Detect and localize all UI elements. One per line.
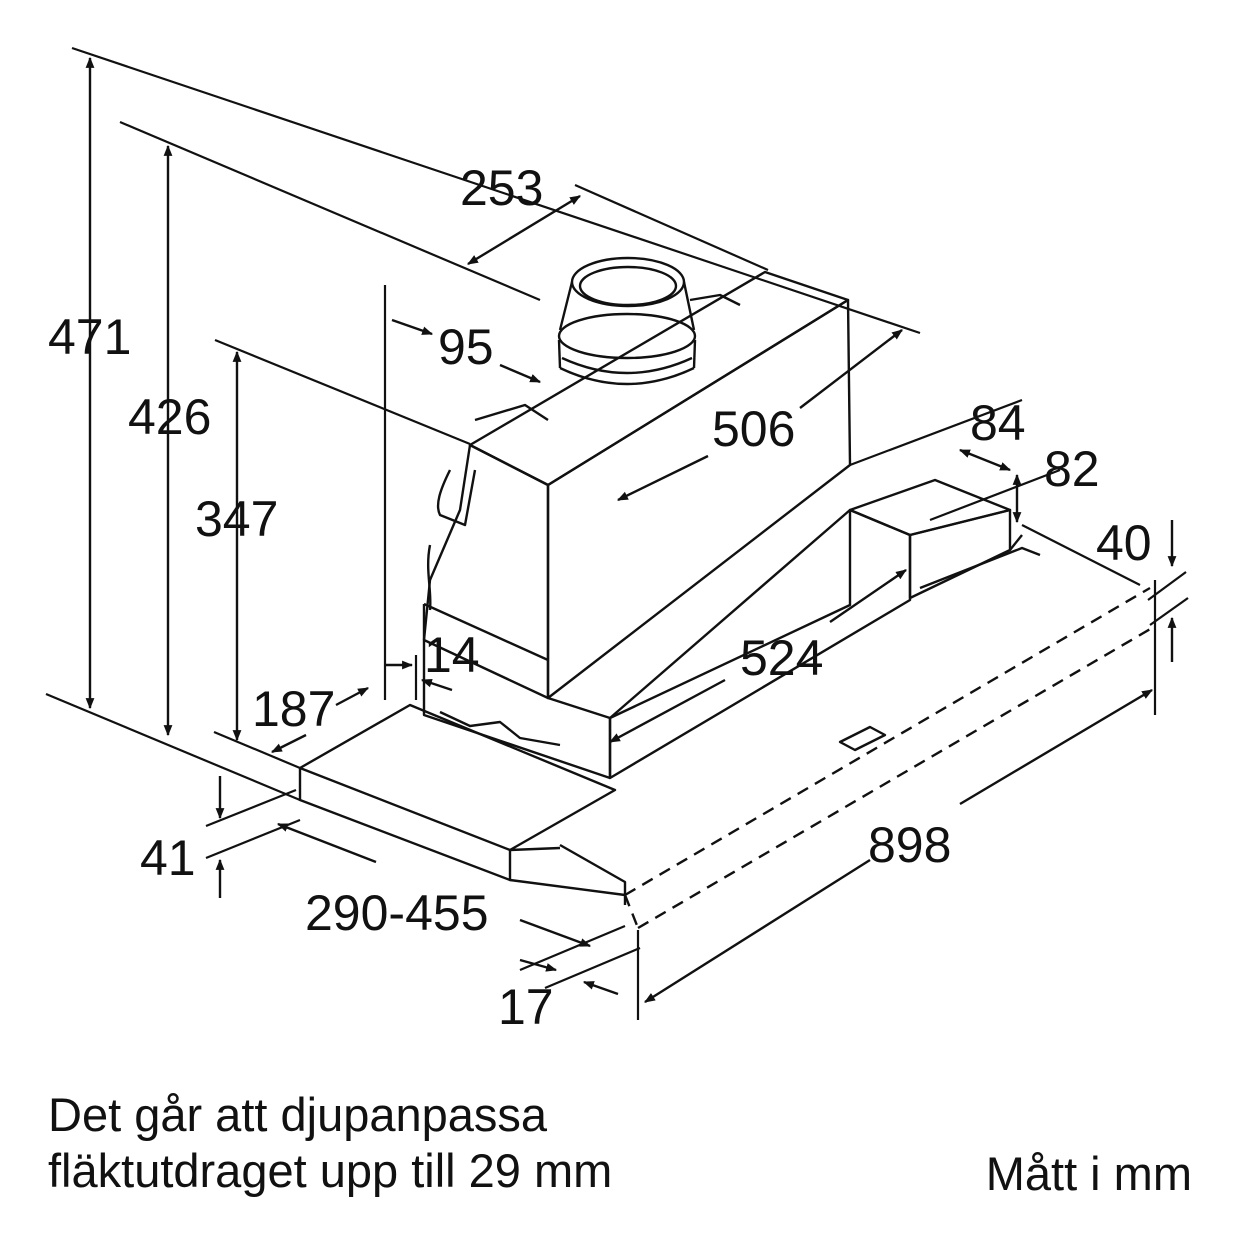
- telescopic-panel-outline: [623, 586, 1153, 930]
- label-total-height: 471: [48, 309, 131, 365]
- label-front-depth: 187: [252, 681, 335, 737]
- label-front-offset: 14: [424, 627, 480, 683]
- hood-body: [298, 270, 1041, 905]
- arrow-17-a: [519, 958, 558, 972]
- depth-note-line-1: Det går att djupanpassa: [48, 1088, 548, 1141]
- arrow-898-a: [644, 858, 871, 1004]
- label-bracket-width: 84: [970, 395, 1026, 451]
- arrow-187-a: [335, 686, 369, 707]
- arrow-290-455-b: [519, 918, 592, 948]
- depth-note-line-2: fläktutdraget upp till 29 mm: [48, 1144, 613, 1197]
- label-body-height: 347: [195, 491, 278, 547]
- arrow-95b: [499, 363, 542, 384]
- arrow-84: [958, 448, 1012, 472]
- label-outlet-diameter: 253: [460, 160, 543, 216]
- label-extension-range: 290-455: [305, 885, 489, 941]
- dimension-arrows: [85, 56, 1177, 1004]
- units-note: Mått i mm: [985, 1147, 1192, 1200]
- arrow-253: [467, 194, 581, 266]
- label-front-lip: 17: [498, 979, 554, 1035]
- arrow-17-b: [582, 980, 619, 996]
- arrow-898-b: [959, 688, 1153, 806]
- label-body-width: 524: [740, 630, 823, 686]
- extension-lines: [45, 46, 1189, 1020]
- dimension-labels: 471 426 347 253 95 506 84 82 40 14 187 4…: [48, 160, 1152, 1035]
- arrow-187-b: [271, 733, 307, 754]
- arrow-524-b: [829, 569, 907, 623]
- label-panel-thickness: 40: [1096, 515, 1152, 571]
- arrow-290-455-a: [276, 822, 377, 864]
- label-total-width: 898: [868, 817, 951, 873]
- label-outlet-offset: 95: [438, 319, 494, 375]
- outlet-pipe: [557, 256, 697, 386]
- arrow-506b: [799, 329, 903, 409]
- label-body-depth: 506: [712, 401, 795, 457]
- arrow-14-right: [420, 678, 453, 692]
- label-front-height: 41: [140, 830, 196, 886]
- arrow-506: [617, 454, 709, 502]
- arrow-95: [391, 318, 434, 336]
- depth-adjustment-note: Det går att djupanpassa fläktutdraget up…: [48, 1087, 612, 1199]
- label-height-without-outlet: 426: [128, 389, 211, 445]
- label-bracket-height: 82: [1044, 441, 1100, 497]
- arrow-524-a: [609, 678, 726, 744]
